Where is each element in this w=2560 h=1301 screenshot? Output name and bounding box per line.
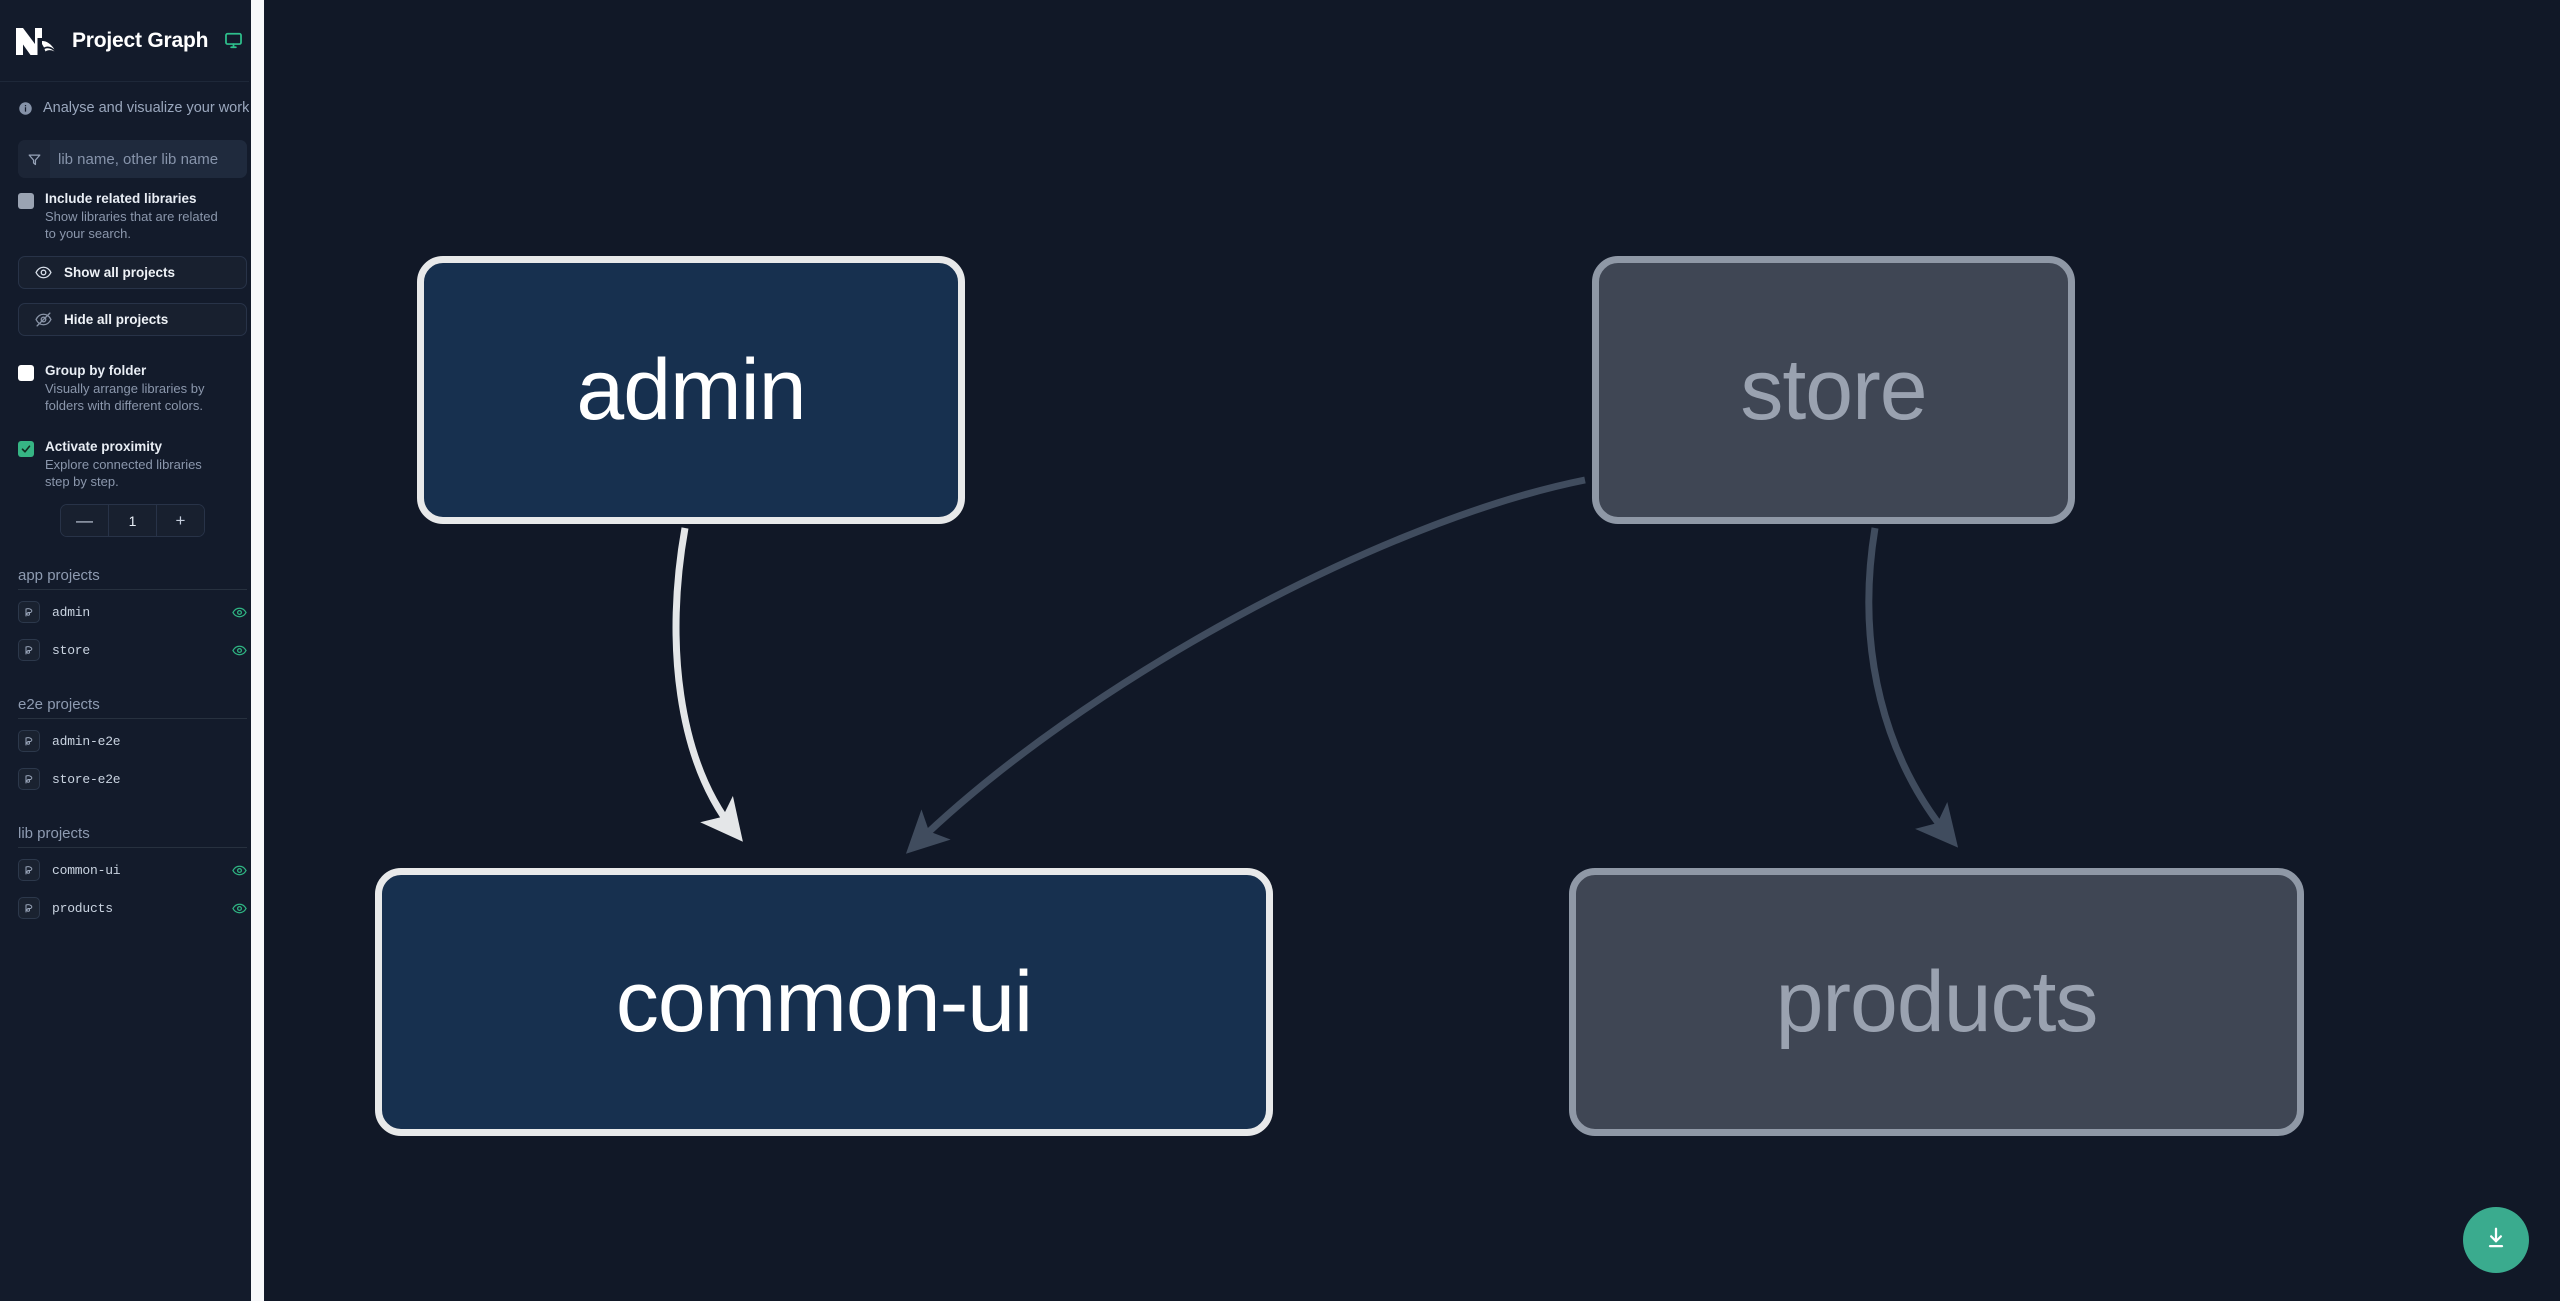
option-label: Include related libraries [45,191,197,206]
hide-all-projects-button[interactable]: Hide all projects [18,303,247,336]
group-title-e2e-projects: e2e projects [18,696,100,713]
eye-icon[interactable] [232,863,247,878]
proximity-stepper: — 1 + [18,504,247,537]
hide-all-projects-label: Hide all projects [64,312,169,327]
edge-store-to-products [1865,527,1959,848]
option-activate-proximity[interactable]: Activate proximity Explore connected lib… [0,426,265,490]
search-box[interactable] [18,140,247,178]
project-row-store[interactable]: store [0,634,265,666]
graph-edges [672,476,1959,854]
checkbox-activate-proximity[interactable] [18,441,34,457]
project-row-admin-e2e[interactable]: admin-e2e [0,725,265,757]
eye-off-icon [35,311,52,328]
edge-admin-to-common-ui [672,527,743,842]
checkbox-group-by-folder[interactable] [18,365,34,381]
project-name: products [52,900,113,916]
group-title-lib-projects: lib projects [18,825,90,842]
graph-node-common-ui[interactable]: common-ui [375,868,1273,1136]
tagline: Analyse and visualize your workspace. [0,82,265,126]
group-title-app-projects: app projects [18,567,100,584]
proximity-increment-button[interactable]: + [157,505,204,536]
option-description: Show libraries that are related to your … [45,209,218,241]
scrollbar-thumb[interactable] [251,0,264,1301]
project-row-common-ui[interactable]: common-ui [0,854,265,886]
project-icon [18,768,40,790]
download-icon [2483,1225,2509,1256]
graph-node-label: store [1740,342,1927,438]
project-name: store-e2e [52,771,121,787]
option-description: Visually arrange libraries by folders wi… [45,381,205,413]
checkbox-include-related[interactable] [18,193,34,209]
edge-store-to-common-ui [905,476,1586,854]
project-row-store-e2e[interactable]: store-e2e [0,763,265,795]
project-icon [18,601,40,623]
search-input[interactable] [50,140,247,178]
graph-node-store[interactable]: store [1592,256,2075,524]
sidebar-scrollbar[interactable] [249,0,265,1301]
project-icon [18,897,40,919]
project-name: admin-e2e [52,733,121,749]
option-include-related-libraries[interactable]: Include related libraries Show libraries… [0,178,265,242]
project-icon [18,639,40,661]
option-description: Explore connected libraries step by step… [45,457,202,489]
graph-node-label: products [1775,954,2099,1050]
option-label: Activate proximity [45,439,163,454]
graph-node-label: admin [576,342,806,438]
divider [18,847,247,848]
proximity-value: 1 [109,505,157,536]
sidebar-header: Project Graph [0,0,265,82]
eye-icon [35,264,52,281]
show-all-projects-button[interactable]: Show all projects [18,256,247,289]
eye-icon[interactable] [232,901,247,916]
eye-icon[interactable] [232,643,247,658]
option-group-by-folder[interactable]: Group by folder Visually arrange librari… [0,350,265,414]
nx-logo-icon [14,24,58,58]
graph-node-label: common-ui [615,954,1033,1050]
info-icon [18,101,33,116]
graph-node-products[interactable]: products [1569,868,2304,1136]
sidebar: Project Graph Analyse and visualize your… [0,0,265,1301]
proximity-decrement-button[interactable]: — [61,505,109,536]
option-label: Group by folder [45,363,147,378]
project-row-admin[interactable]: admin [0,596,265,628]
project-name: store [52,642,91,658]
download-button[interactable] [2463,1207,2529,1273]
eye-icon[interactable] [232,605,247,620]
graph-node-admin[interactable]: admin [417,256,965,524]
tagline-text: Analyse and visualize your workspace. [43,100,265,116]
filter-icon [18,140,50,178]
project-row-products[interactable]: products [0,892,265,924]
divider [18,589,247,590]
project-name: common-ui [52,862,121,878]
monitor-icon[interactable] [224,31,243,50]
app-title: Project Graph [72,28,209,52]
show-all-projects-label: Show all projects [64,265,176,280]
project-name: admin [52,604,91,620]
graph-canvas[interactable]: admin store common-ui products [265,0,2560,1301]
project-icon [18,730,40,752]
project-icon [18,859,40,881]
divider [18,718,247,719]
